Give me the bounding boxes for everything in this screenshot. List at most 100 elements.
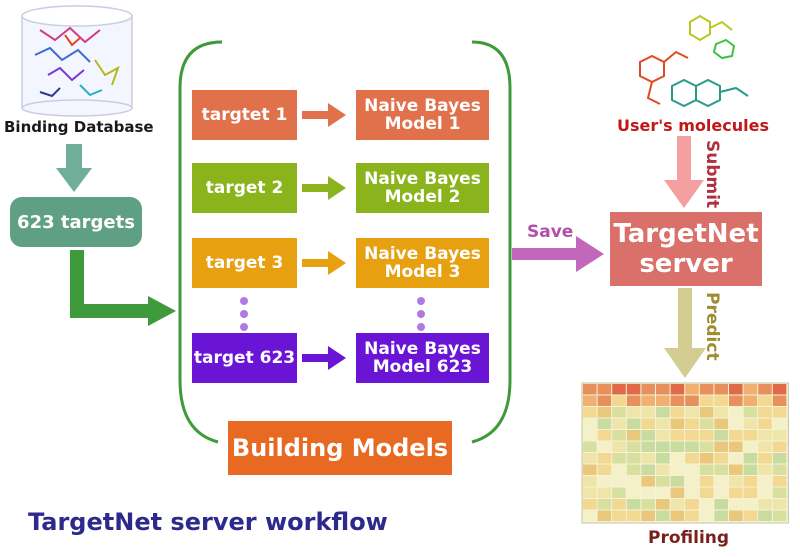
heatmap-cell <box>641 464 655 475</box>
heatmap-cell <box>597 418 612 429</box>
heatmap-cell <box>626 510 641 521</box>
heatmap-cell <box>699 384 714 395</box>
heatmap-cell <box>670 499 685 510</box>
heatmap-cell <box>670 407 685 418</box>
database-icon <box>21 5 133 117</box>
row4-arrow <box>302 346 346 370</box>
heatmap-cell <box>772 453 787 464</box>
heatmap-cell <box>670 384 685 395</box>
heatmap-cell <box>670 476 685 487</box>
heatmap-cell <box>758 499 772 510</box>
heatmap-cell <box>612 487 626 498</box>
heatmap-cell <box>772 476 787 487</box>
heatmap-cell <box>612 453 626 464</box>
model-3-line2: Model 3 <box>384 262 461 282</box>
model-623-line2: Model 623 <box>372 357 473 377</box>
heatmap-cell <box>641 430 655 441</box>
heatmap-cell <box>714 510 728 521</box>
heatmap-cell <box>772 430 787 441</box>
heatmap-cell <box>656 430 670 441</box>
heatmap-cell <box>729 407 743 418</box>
model-2-line1: Naive Bayes <box>364 169 481 189</box>
heatmap-cell <box>670 453 685 464</box>
heatmap-cell <box>612 510 626 521</box>
heatmap-cell <box>656 418 670 429</box>
heatmap-cell <box>743 384 758 395</box>
heatmap-cell <box>626 407 641 418</box>
heatmap-cell <box>714 499 728 510</box>
heatmap-cell <box>743 418 758 429</box>
heatmap-cell <box>729 395 743 406</box>
heatmap-cell <box>626 395 641 406</box>
heatmap-cell <box>612 464 626 475</box>
heatmap-cell <box>583 430 597 441</box>
heatmap-cell <box>772 464 787 475</box>
heatmap-cell <box>714 418 728 429</box>
heatmap-cell <box>758 453 772 464</box>
target-1-box: targtet 1 <box>192 90 297 140</box>
heatmap-cell <box>729 430 743 441</box>
heatmap-cell <box>626 487 641 498</box>
heatmap-cell <box>583 441 597 452</box>
heatmap-cell <box>626 441 641 452</box>
heatmap-cell <box>758 384 772 395</box>
heatmap-cell <box>699 407 714 418</box>
heatmap-cell <box>743 464 758 475</box>
ellipsis-dots-left <box>240 297 248 331</box>
heatmap-cell <box>729 384 743 395</box>
heatmap-cell <box>626 453 641 464</box>
heatmap-cell <box>743 441 758 452</box>
heatmap-cell <box>699 487 714 498</box>
heatmap-cell <box>685 476 699 487</box>
heatmap-cell <box>656 453 670 464</box>
right-bracket <box>471 40 512 444</box>
heatmap-cell <box>626 384 641 395</box>
heatmap-cell <box>685 499 699 510</box>
heatmap-cell <box>597 430 612 441</box>
heatmap-cell <box>758 510 772 521</box>
heatmap-cell <box>743 476 758 487</box>
heatmap-cell <box>656 407 670 418</box>
heatmap-cell <box>758 418 772 429</box>
heatmap-cell <box>685 430 699 441</box>
model-2-box: Naive Bayes Model 2 <box>356 163 489 213</box>
heatmap-cell <box>772 384 787 395</box>
heatmap-cell <box>729 464 743 475</box>
heatmap-cell <box>729 453 743 464</box>
targetnet-server-box: TargetNet server <box>610 212 762 286</box>
heatmap-cell <box>641 441 655 452</box>
heatmap-cell <box>714 476 728 487</box>
heatmap-cell <box>758 441 772 452</box>
heatmap-cell <box>583 453 597 464</box>
heatmap-cell <box>583 487 597 498</box>
heatmap-cell <box>699 464 714 475</box>
heatmap-cell <box>685 407 699 418</box>
heatmap-cell <box>641 476 655 487</box>
heatmap-cell <box>670 464 685 475</box>
ellipsis-dots-right <box>417 297 425 331</box>
heatmap-cell <box>772 395 787 406</box>
heatmap-cell <box>641 418 655 429</box>
heatmap-cell <box>583 510 597 521</box>
heatmap-cell <box>685 418 699 429</box>
heatmap-cell <box>612 407 626 418</box>
workflow-title: TargetNet server workflow <box>28 508 388 536</box>
heatmap-cell <box>656 476 670 487</box>
heatmap-cell <box>597 453 612 464</box>
heatmap-cell <box>714 430 728 441</box>
heatmap-cell <box>626 499 641 510</box>
profiling-heatmap <box>581 382 789 524</box>
heatmap-cell <box>758 430 772 441</box>
building-models-box: Building Models <box>228 421 452 475</box>
heatmap-cell <box>772 499 787 510</box>
heatmap-cell <box>758 407 772 418</box>
heatmap-cell <box>626 430 641 441</box>
heatmap-cell <box>641 395 655 406</box>
heatmap-cell <box>597 384 612 395</box>
save-arrow <box>512 236 604 272</box>
profiling-label: Profiling <box>648 528 730 548</box>
submit-label: Submit <box>702 140 722 209</box>
row1-arrow <box>302 103 346 127</box>
heatmap-cell <box>612 418 626 429</box>
